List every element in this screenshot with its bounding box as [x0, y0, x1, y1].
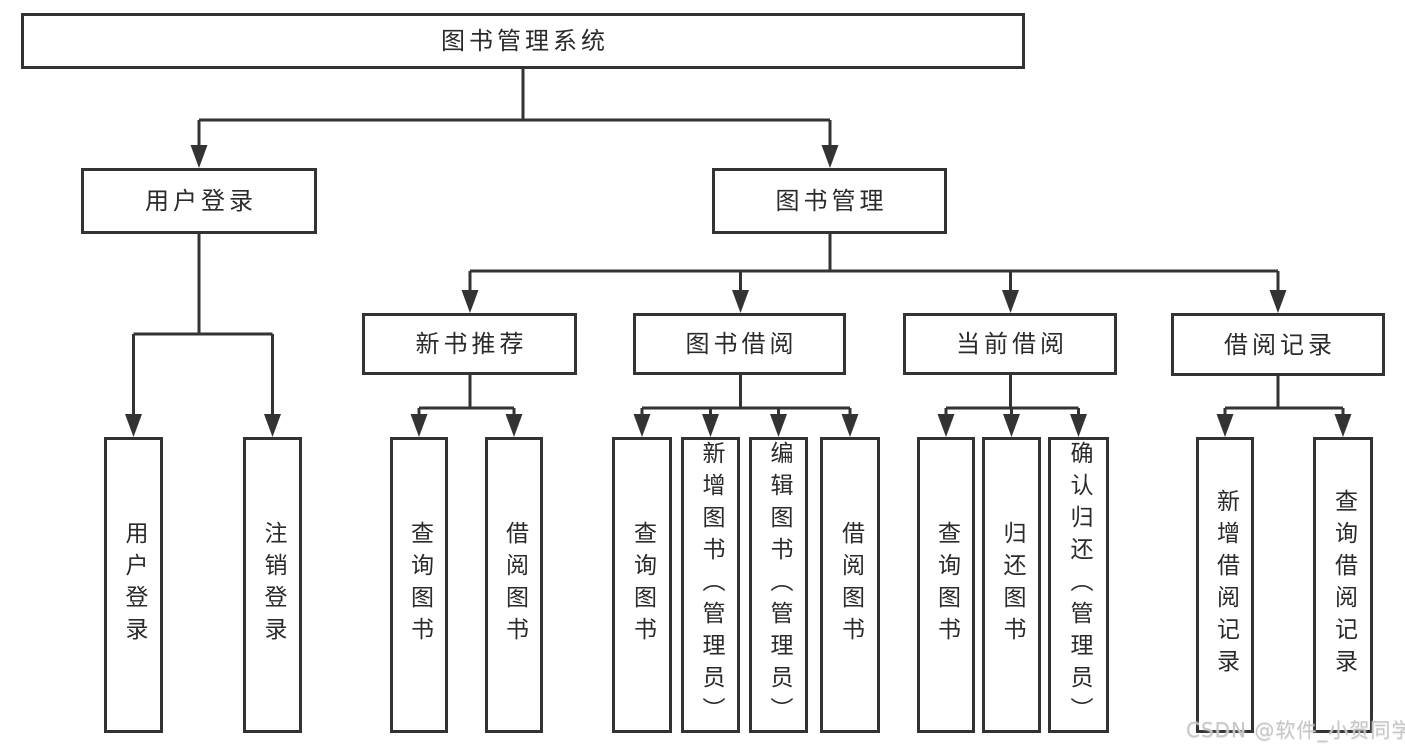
leaf-add-borrow-record-label: 新增借阅记录 — [1212, 489, 1239, 681]
leaf-confirm-return-admin: 确认归还（管理员） — [1048, 437, 1109, 733]
leaf-add-borrow-record: 新增借阅记录 — [1196, 437, 1254, 733]
leaf-add-books-admin: 新增图书（管理员） — [681, 437, 740, 733]
leaf-logout: 注销登录 — [243, 437, 302, 733]
leaf-query-books-borrow-label: 查询图书 — [629, 521, 656, 649]
leaf-user-login: 用户登录 — [104, 437, 163, 733]
leaf-query-books-newbooks: 查询图书 — [390, 437, 448, 733]
leaf-borrow-books: 借阅图书 — [820, 437, 880, 733]
node-book-borrow: 图书借阅 — [633, 313, 846, 375]
node-user-login: 用户登录 — [81, 168, 317, 234]
leaf-query-borrow-record: 查询借阅记录 — [1313, 437, 1373, 733]
node-root-system: 图书管理系统 — [21, 13, 1025, 69]
leaf-add-books-admin-label: 新增图书（管理员） — [698, 441, 724, 729]
csdn-watermark: CSDN @软件_小贺同学 — [1186, 718, 1405, 742]
leaf-edit-books-admin: 编辑图书（管理员） — [749, 437, 808, 733]
node-current-borrow: 当前借阅 — [903, 313, 1117, 375]
leaf-edit-books-admin-label: 编辑图书（管理员） — [766, 441, 792, 729]
leaf-query-books-borrow: 查询图书 — [612, 437, 672, 733]
leaf-query-books-newbooks-label: 查询图书 — [406, 521, 433, 649]
node-book-management: 图书管理 — [712, 168, 947, 234]
leaf-return-books-label: 归还图书 — [999, 521, 1025, 649]
leaf-borrow-books-newbooks: 借阅图书 — [485, 437, 543, 733]
node-borrow-records: 借阅记录 — [1171, 313, 1385, 376]
leaf-borrow-books-label: 借阅图书 — [837, 521, 864, 649]
leaf-user-login-label: 用户登录 — [121, 521, 147, 649]
leaf-query-borrow-record-label: 查询借阅记录 — [1330, 489, 1357, 681]
leaf-query-books-current-label: 查询图书 — [933, 521, 960, 649]
leaf-confirm-return-admin-label: 确认归还（管理员） — [1066, 441, 1092, 729]
leaf-borrow-books-newbooks-label: 借阅图书 — [501, 521, 528, 649]
leaf-query-books-current: 查询图书 — [917, 437, 975, 733]
leaf-logout-label: 注销登录 — [260, 521, 286, 649]
node-new-book-recommend: 新书推荐 — [362, 313, 577, 375]
leaf-return-books: 归还图书 — [982, 437, 1041, 733]
